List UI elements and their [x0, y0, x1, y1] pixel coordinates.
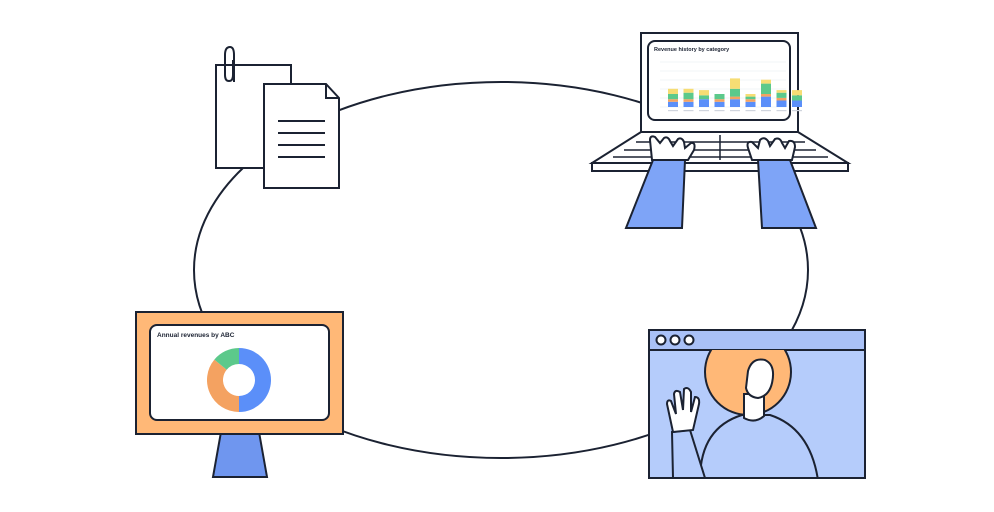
laptop-chart-tick-label	[730, 110, 740, 112]
laptop-chart-bar-segment	[761, 96, 771, 107]
laptop-chart-bar-segment	[792, 95, 802, 101]
laptop-chart-bar-segment	[745, 99, 756, 102]
laptop-chart-bar-segment	[683, 99, 694, 102]
window-title-bar	[648, 329, 866, 351]
monitor-screen	[149, 324, 330, 421]
waving-hand	[665, 387, 701, 434]
laptop-chart-bar-segment	[776, 100, 787, 107]
laptop-chart-bar-segment	[745, 96, 756, 100]
laptop-chart-bar-segment	[699, 99, 709, 107]
laptop-chart-bar-segment	[730, 88, 740, 97]
laptop-chart-bar-segment	[668, 88, 678, 94]
monitor-donut-chart	[207, 348, 271, 412]
donut-slice	[239, 348, 271, 412]
laptop-chart-tick-label	[683, 110, 694, 112]
laptop-chart-bar-segment	[683, 88, 694, 93]
window-dot-icon	[683, 334, 695, 346]
laptop-chart-title: Revenue history by category	[654, 47, 730, 53]
laptop-chart-bar-segment	[714, 101, 725, 107]
window-dot-icon	[669, 334, 681, 346]
cycle-loop	[193, 81, 809, 459]
documents-icon	[215, 45, 340, 189]
laptop-chart-tick-label	[776, 110, 787, 112]
laptop-chart-bar-segment	[761, 83, 771, 94]
left-hand	[624, 135, 696, 229]
laptop-chart-tick-label	[745, 110, 756, 112]
laptop-chart-bar-segment	[761, 79, 771, 84]
laptop-chart-bar-segment	[761, 94, 771, 97]
laptop-chart-bar-segment	[776, 97, 787, 101]
laptop-chart-bar-segment	[776, 90, 787, 93]
paperclip-icon	[224, 45, 235, 83]
document-icon	[263, 83, 340, 189]
laptop-chart-bar-segment	[683, 101, 694, 107]
person-head	[744, 358, 775, 400]
donut-slice	[214, 348, 239, 370]
laptop-chart-bar-segment	[776, 92, 787, 98]
monitor-chart-title: Annual revenues by ABC	[157, 332, 235, 339]
person-body	[699, 414, 819, 478]
laptop-chart-bar-segment	[699, 95, 709, 100]
laptop-bar-chart	[660, 61, 802, 112]
laptop-chart-bar-segment	[730, 99, 740, 107]
laptop-chart-bar-segment	[792, 90, 802, 96]
monitor-icon: Annual revenues by ABC	[135, 311, 344, 478]
laptop-chart-bar-segment	[668, 94, 678, 100]
laptop-chart-bar-segment	[730, 96, 740, 100]
window-dot-icon	[655, 334, 667, 346]
monitor-stand	[211, 431, 269, 478]
laptop-chart-bar-segment	[668, 99, 678, 102]
laptop-chart-bar-segment	[714, 94, 725, 100]
video-call-window-icon	[648, 329, 866, 479]
laptop-chart-bar-segment	[714, 99, 725, 102]
laptop-chart-tick-label	[792, 110, 802, 112]
laptop-chart-bar-segment	[730, 78, 740, 89]
right-hand	[746, 137, 818, 229]
donut-slice	[207, 359, 239, 412]
laptop-icon: Revenue history by category	[588, 32, 852, 229]
laptop-chart-tick-label	[761, 110, 771, 112]
laptop-chart-bar-segment	[668, 101, 678, 107]
laptop-base	[591, 162, 849, 172]
laptop-chart-tick-label	[699, 110, 709, 112]
laptop-chart-bar-segment	[792, 100, 802, 107]
laptop-chart-bar-segment	[699, 90, 709, 96]
video-participant	[665, 350, 819, 478]
laptop-chart-bar-segment	[745, 94, 756, 97]
person-neck	[743, 393, 765, 422]
laptop-chart-bar-segment	[745, 101, 756, 107]
laptop-chart-tick-label	[668, 110, 678, 112]
laptop-chart-bar-segment	[683, 92, 694, 100]
laptop-chart-tick-label	[714, 110, 725, 112]
